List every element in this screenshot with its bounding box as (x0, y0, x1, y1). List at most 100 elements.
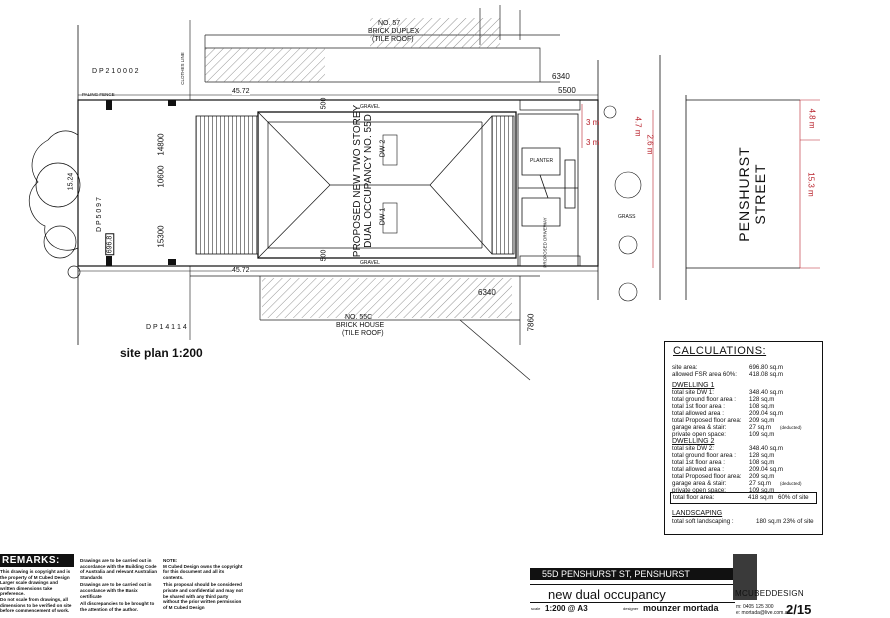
red-dim-r3: 3 m (586, 118, 600, 127)
designer-label: designer (623, 606, 639, 611)
site-area-label: site area: (672, 364, 698, 371)
scale-label: scale (531, 606, 541, 611)
site-area-value: 696.80 sq.m (749, 364, 784, 371)
dw2-row-value: 108 sq.m (749, 459, 775, 466)
dw1-row-value: 109 sq.m (749, 431, 775, 438)
rear-yard-trees (28, 130, 81, 279)
title-block: 55D PENSHURST ST, PENSHURST new dual occ… (528, 554, 890, 618)
dp-left-label: D P 5 0 9 7 (96, 197, 103, 232)
north-neighbour-roof: (TILE ROOF) (372, 36, 414, 43)
dim-setback-b: 10600 (156, 165, 166, 188)
dim-setback-g: 7860 (526, 313, 536, 332)
dw1-row-value: 209 sq.m (749, 417, 775, 424)
site-plan-drawing (28, 5, 820, 381)
south-neighbour-lines (190, 275, 540, 381)
south-neighbour-hatch (262, 278, 512, 318)
plan-caption: site plan 1:200 (120, 346, 203, 360)
label-gravel-top: GRAVEL (360, 104, 380, 110)
remarks-block: REMARKS: This drawing is copyright and i… (0, 554, 74, 614)
label-paling-fence: PALING FENCE (82, 92, 115, 97)
red-dimensions (581, 99, 820, 269)
dw2-label: DW 2 (379, 139, 387, 158)
contact-email: e: mortada@live.com.au (736, 610, 791, 616)
south-neighbour-no: NO. 55C (345, 314, 373, 321)
calculations-panel: CALCULATIONS: site area: 696.80 sq.m all… (664, 341, 823, 535)
south-neighbour-type: BRICK HOUSE (336, 322, 385, 329)
dw2-row-note: (deducted) (780, 481, 802, 486)
dim-left-width: 15.24 (67, 172, 75, 191)
dw2-row-label: total site DW 2: (672, 445, 714, 452)
dw1-row-value: 209.04 sq.m (749, 410, 784, 417)
brand-name: MCUBEDDESIGN (735, 589, 804, 598)
fsr-value: 418.08 sq.m (749, 371, 784, 378)
building-footprint (257, 111, 517, 259)
driveway-area (517, 113, 579, 267)
dw1-row-label: private open space: (672, 431, 727, 438)
dw1-row-value: 128 sq.m (749, 396, 775, 403)
dw2-row-label: total allowed area : (672, 466, 724, 473)
red-dim-r4: 3 m (586, 138, 600, 147)
dw2-box (382, 134, 398, 166)
dim-bottom-length: 45.72 (232, 267, 250, 274)
dwelling1-title: DWELLING 1 (672, 382, 715, 389)
dw2-row-label: total Proposed floor area: (672, 473, 742, 480)
street-edge (597, 55, 800, 300)
dim-top-length: 45.72 (232, 88, 250, 95)
dw2-row-label: total 1st floor area : (672, 459, 725, 466)
remark-6: All discrepancies to be brought to the a… (80, 601, 155, 612)
north-neighbour-hatch (205, 48, 325, 82)
lot-area: 696.8 (105, 233, 115, 256)
roof-lines (257, 111, 493, 259)
dw2-row-value: 209 sq.m (749, 473, 775, 480)
red-dim-r5: 2.6 m (645, 134, 655, 155)
dwelling2-title: DWELLING 2 (672, 438, 715, 445)
dp-top-label: D P 2 1 0 0 0 2 (92, 68, 139, 75)
landscaping-title: LANDSCAPING (672, 510, 723, 517)
remarks-title: REMARKS: (0, 554, 74, 567)
brand-logo (733, 554, 757, 600)
total-floor-box: total floor area: 418 sq.m 60% of site (670, 492, 817, 504)
dw2-row-value: 128 sq.m (749, 452, 775, 459)
dw1-box (382, 202, 398, 234)
dw2-row-label: total ground floor area : (672, 452, 736, 459)
dw1-row-note: (deducted) (780, 425, 802, 430)
dw2-row-value: 27 sq.m (749, 480, 772, 487)
label-gravel-bottom: GRAVEL (360, 260, 380, 266)
note-title: NOTE: (163, 558, 178, 563)
remark-1: This drawing is copyright and is the pro… (0, 569, 71, 580)
clothes-post (168, 100, 176, 106)
dw2-row-value: 109 sq.m (749, 487, 775, 494)
remark-2: Larger scale drawings and written dimens… (0, 580, 58, 597)
note-2: This proposal should be considered priva… (163, 582, 243, 610)
dim-side-top: 500 (320, 97, 328, 110)
landscaping-pct: 23% of site (783, 518, 814, 525)
dw1-row-label: total allowed area : (672, 410, 724, 417)
dw2-row-value: 348.40 sq.m (749, 445, 784, 452)
contact-phone: m: 0405 125 300 (736, 604, 774, 610)
dw1-label: DW 1 (379, 207, 387, 226)
dw1-row-label: total 1st floor area : (672, 403, 725, 410)
red-dim-r6: 4.7 m (633, 116, 643, 137)
title-address: 55D PENSHURST ST, PENSHURST (530, 568, 734, 580)
total-floor-pct: 60% of site (778, 494, 809, 501)
red-dim-r1: 4.8 m (807, 108, 817, 129)
label-planter: PLANTER (530, 158, 554, 164)
dim-setback-d: 6340 (552, 72, 570, 81)
dw2-row-label: garage area & stair: (672, 480, 727, 487)
dw1-row-value: 108 sq.m (749, 403, 775, 410)
dw1-row-label: total ground floor area : (672, 396, 736, 403)
street-trees (603, 105, 642, 302)
fsr-label: allowed FSR area 60%: (672, 371, 738, 378)
label-grass: GRASS (618, 214, 636, 220)
calculations-title: CALCULATIONS: (673, 345, 767, 357)
north-neighbour-type: BRICK DUPLEX (368, 28, 420, 35)
label-driveway: PROPOSED DRIVEWAY (542, 217, 548, 268)
remark-3: Do not scale from drawings, all dimensio… (0, 596, 72, 614)
dw1-row-label: total site DW 1: (672, 389, 714, 396)
dp-bottom-label: D P 1 4 1 1 4 (146, 324, 187, 331)
front-garage-hatch (491, 115, 515, 255)
street-name: PENSHURST STREET (736, 146, 768, 242)
remark-4: Drawings are to be carried out in accord… (80, 558, 158, 580)
remarks-col2: Drawings are to be carried out in accord… (80, 558, 158, 612)
dw1-row-label: garage area & stair: (672, 424, 727, 431)
